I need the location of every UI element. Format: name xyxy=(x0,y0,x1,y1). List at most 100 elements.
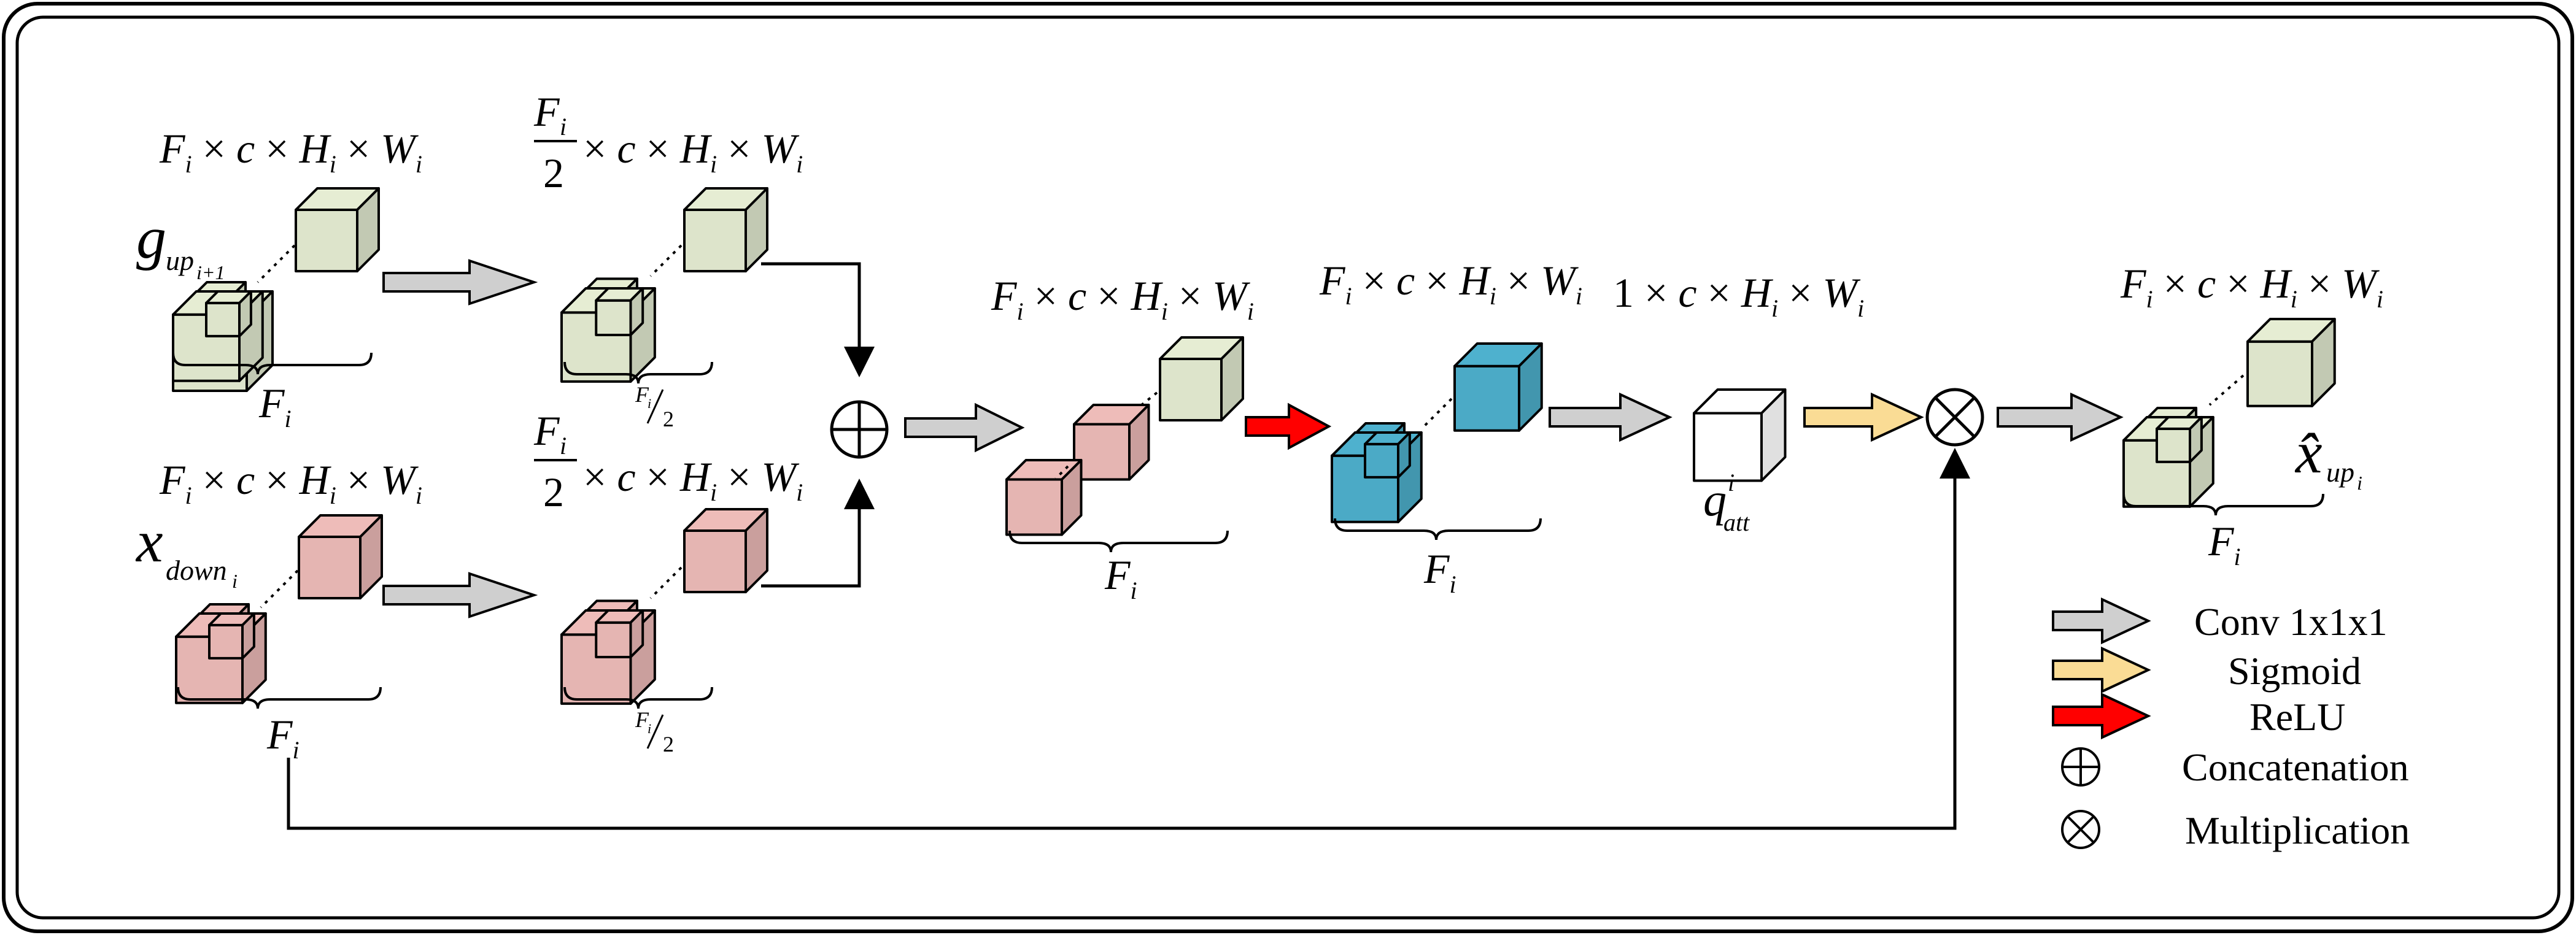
sigmoid-arrow xyxy=(1803,392,1924,442)
svg-text:up: up xyxy=(2326,456,2354,488)
output-cube-back xyxy=(2246,318,2336,407)
legend-concat-icon xyxy=(2061,747,2100,787)
conv-arrow-skip xyxy=(382,572,538,618)
half-top-dim-label: F i 2 × c × Hi × Wi xyxy=(533,88,803,196)
relu-block: Fi × c × Hi × Wi Fi xyxy=(1319,257,1582,598)
concat-cube-skip-mid xyxy=(1073,404,1150,481)
skip-channels: Fi xyxy=(266,711,300,764)
legend-multiply: Multiplication xyxy=(2061,809,2410,852)
svg-text:x̂: x̂ xyxy=(2294,420,2323,486)
gate-dim-label: Fi × c × Hi × Wi xyxy=(159,125,422,178)
output-block: Fi × c × Hi × Wi x̂ up i Fi xyxy=(2120,260,2383,571)
legend-relu: ReLU xyxy=(2052,692,2345,740)
relu-arrow xyxy=(1245,402,1332,450)
attention-dim-label: 1 × c × Hi × Wi xyxy=(1613,269,1864,322)
svg-text:Concatenation: Concatenation xyxy=(2182,745,2409,789)
svg-text:g: g xyxy=(136,205,166,271)
svg-text:2: 2 xyxy=(663,732,674,756)
connector-bottom-to-concat xyxy=(761,479,875,588)
multiply-operator xyxy=(1925,388,1984,447)
conv-arrow-to-output xyxy=(1997,392,2124,442)
concat-dim-label: Fi × c × Hi × Wi xyxy=(991,272,1254,325)
legend-conv-arrow-icon xyxy=(2052,597,2151,645)
legend-relu-arrow-icon xyxy=(2052,692,2151,740)
output-dim-label: Fi × c × Hi × Wi xyxy=(2120,260,2383,313)
svg-text:Conv 1x1x1: Conv 1x1x1 xyxy=(2194,600,2388,644)
skip-brace xyxy=(177,687,382,709)
half-bottom-dim-label: F i 2 × c × Hi × Wi xyxy=(533,407,803,515)
svg-text:2: 2 xyxy=(663,407,674,431)
skip-symbol: x down i xyxy=(135,509,238,592)
skip-dim-label: Fi × c × Hi × Wi xyxy=(159,456,422,509)
legend-sigmoid-arrow-icon xyxy=(2052,646,2151,694)
output-cube-front xyxy=(2122,407,2214,508)
gate-depth-dots xyxy=(257,244,296,283)
svg-text:att: att xyxy=(1723,509,1750,536)
skip-depth-dots xyxy=(260,569,299,609)
legend-conv: Conv 1x1x1 xyxy=(2052,597,2388,645)
legend: Conv 1x1x1 Sigmoid ReLU Concatenation Mu xyxy=(2052,597,2410,852)
skip-cube-front xyxy=(175,603,267,704)
skip-cube-back xyxy=(298,514,383,599)
legend-concat: Concatenation xyxy=(2061,745,2409,789)
skip-connection-line xyxy=(287,448,1970,830)
gate-channels: Fi xyxy=(258,380,292,433)
legend-sigmoid: Sigmoid xyxy=(2052,646,2361,694)
svg-text:i+1: i+1 xyxy=(196,261,225,283)
svg-text:up: up xyxy=(166,245,194,276)
svg-text:F: F xyxy=(635,707,649,732)
svg-text:F: F xyxy=(533,88,560,135)
svg-text:i: i xyxy=(2357,472,2362,494)
concat-operator xyxy=(830,400,889,459)
svg-text:× c × Hi × Wi: × c × Hi × Wi xyxy=(583,453,803,506)
half-top-brace-label: F i 2 xyxy=(635,382,674,431)
output-channels: Fi xyxy=(2208,518,2241,571)
half-skip-cube-back xyxy=(683,508,768,593)
half-gate-cube-front xyxy=(560,277,656,383)
output-symbol: x̂ up i xyxy=(2294,420,2362,494)
svg-text:x: x xyxy=(135,509,163,575)
connector-top-to-concat xyxy=(761,262,875,377)
relu-cube-front xyxy=(1331,422,1423,523)
conv-arrow-after-concat xyxy=(904,402,1025,453)
gate-symbol: g up i+1 xyxy=(136,205,225,283)
svg-text:F: F xyxy=(533,407,560,454)
svg-text:i: i xyxy=(1728,469,1735,496)
half-gate-block: F i 2 × c × Hi × Wi F i 2 xyxy=(533,88,803,431)
half-bottom-brace-label: F i 2 xyxy=(635,707,674,756)
conv-arrow-to-attention xyxy=(1549,392,1673,442)
svg-text:ReLU: ReLU xyxy=(2249,695,2345,739)
svg-text:F: F xyxy=(635,382,649,407)
half-gate-cube-back xyxy=(683,187,768,272)
svg-text:2: 2 xyxy=(543,150,564,196)
relu-dim-label: Fi × c × Hi × Wi xyxy=(1319,257,1582,310)
attention-symbol: q i att xyxy=(1703,469,1750,536)
relu-cube-back xyxy=(1453,342,1543,432)
svg-text:q: q xyxy=(1703,474,1727,526)
svg-text:down: down xyxy=(166,555,227,586)
svg-text:i: i xyxy=(560,432,567,460)
conv-arrow-gate xyxy=(382,259,538,306)
half-skip-block: F i 2 × c × Hi × Wi F i 2 xyxy=(533,407,803,756)
svg-text:i: i xyxy=(648,396,651,411)
attention-block: 1 × c × Hi × Wi q i att xyxy=(1613,269,1864,536)
relu-channels: Fi xyxy=(1423,545,1456,598)
svg-text:2: 2 xyxy=(543,469,564,515)
skip-input-block: Fi × c × Hi × Wi x down i Fi xyxy=(135,456,422,764)
gate-input-block: Fi × c × Hi × Wi g up i+1 Fi xyxy=(136,125,422,433)
concat-block: Fi × c × Hi × Wi Fi xyxy=(991,272,1254,604)
concat-cube-gate xyxy=(1159,336,1244,421)
attention-cube xyxy=(1693,388,1787,482)
svg-text:i: i xyxy=(232,570,238,592)
concat-cube-skip-front xyxy=(1005,459,1083,536)
gate-brace xyxy=(172,352,373,375)
legend-multiply-icon xyxy=(2061,810,2100,849)
svg-text:Sigmoid: Sigmoid xyxy=(2228,649,2361,693)
gate-cube-back xyxy=(295,187,380,272)
svg-text:i: i xyxy=(648,721,651,736)
svg-text:× c × Hi × Wi: × c × Hi × Wi xyxy=(583,125,803,178)
svg-text:i: i xyxy=(560,113,567,140)
svg-text:Multiplication: Multiplication xyxy=(2185,809,2410,852)
half-skip-cube-front xyxy=(560,599,656,705)
